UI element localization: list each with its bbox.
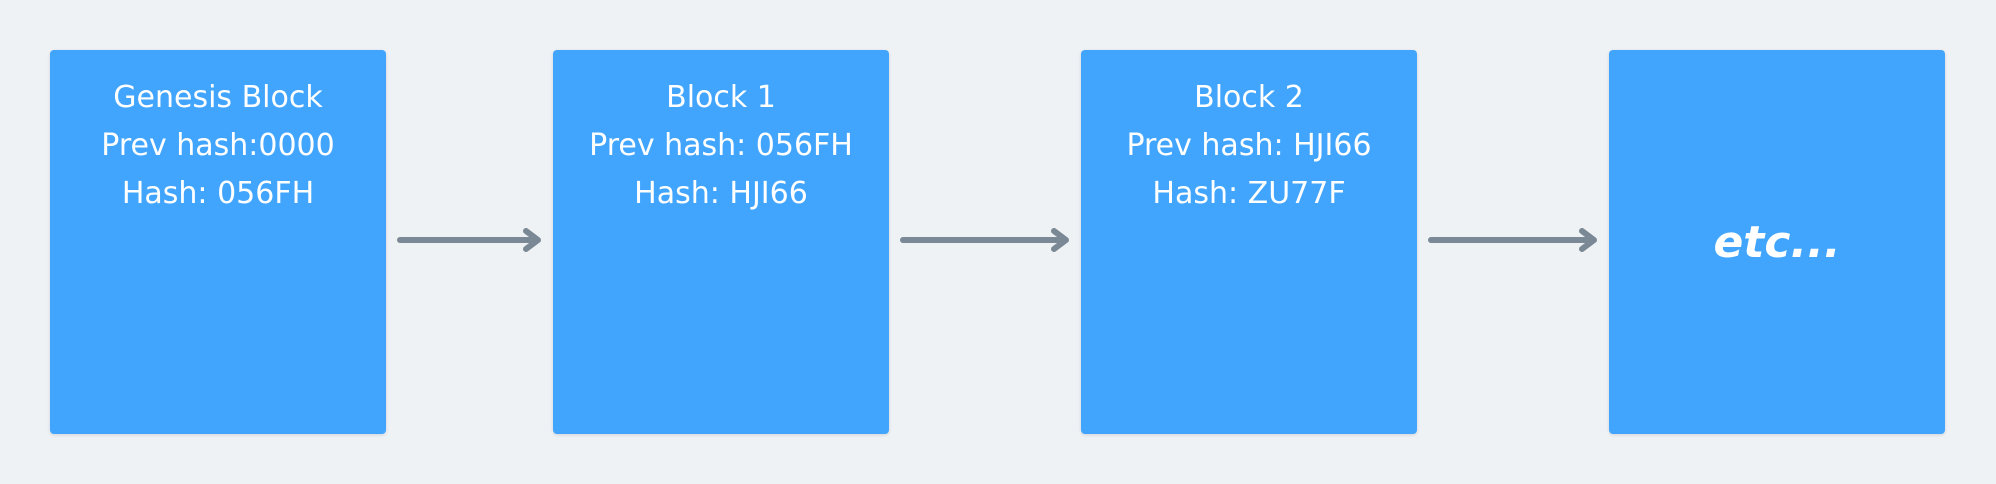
genesis-block-hash: Hash: 056FH (121, 176, 315, 211)
block-1-title: Block 1 (666, 80, 776, 115)
etc-block-label: etc... (1713, 216, 1841, 268)
arrow-genesis-to-block-1 (397, 225, 542, 255)
genesis-block-title: Genesis Block (113, 80, 323, 115)
block-2-hash: Hash: ZU77F (1152, 176, 1346, 211)
block-1: Block 1 Prev hash: 056FH Hash: HJI66 (553, 50, 889, 434)
arrow-block-2-to-etc (1428, 225, 1597, 255)
block-2-title: Block 2 (1194, 80, 1304, 115)
block-1-prev-hash: Prev hash: 056FH (589, 128, 853, 163)
genesis-block-prev-hash: Prev hash:0000 (101, 128, 335, 163)
block-1-hash: Hash: HJI66 (634, 176, 808, 211)
etc-block: etc... (1609, 50, 1945, 434)
block-2-prev-hash: Prev hash: HJI66 (1126, 128, 1372, 163)
genesis-block: Genesis Block Prev hash:0000 Hash: 056FH (50, 50, 386, 434)
block-2: Block 2 Prev hash: HJI66 Hash: ZU77F (1081, 50, 1417, 434)
arrow-block-1-to-block-2 (900, 225, 1069, 255)
